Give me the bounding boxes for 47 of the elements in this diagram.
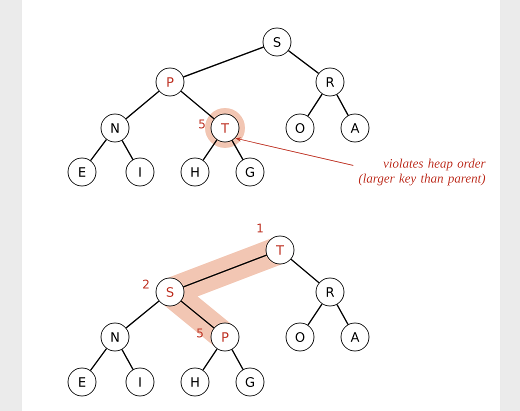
tree-node: A bbox=[340, 114, 370, 142]
tree-edge bbox=[126, 90, 160, 120]
tree-edge bbox=[336, 304, 349, 325]
tree-node: P bbox=[156, 68, 184, 96]
tree-edge bbox=[202, 348, 218, 370]
tree-node: P bbox=[210, 322, 240, 352]
tree-node: A bbox=[340, 322, 370, 352]
tree-edge bbox=[90, 348, 108, 371]
tree-edge bbox=[307, 94, 323, 116]
callout-number: 1 bbox=[258, 224, 263, 232]
tree-edge bbox=[90, 139, 107, 161]
tree-node: R bbox=[316, 278, 344, 306]
tree-edge bbox=[202, 140, 218, 160]
tree-node: S bbox=[156, 278, 184, 306]
tree-node: I bbox=[126, 158, 154, 186]
annotation-text: violates heap order (larger key than parent) bbox=[358, 158, 486, 186]
tree-node: E bbox=[68, 368, 96, 396]
tree-edge bbox=[307, 304, 323, 326]
tree-node: S bbox=[262, 28, 292, 56]
tree-node: H bbox=[180, 158, 210, 186]
tree-node: I bbox=[126, 368, 154, 396]
tree-edge bbox=[121, 349, 134, 370]
tree-node: H bbox=[180, 368, 210, 396]
tree-edge bbox=[126, 300, 160, 328]
tree-node: G bbox=[236, 158, 264, 186]
tree-edge bbox=[183, 254, 267, 288]
tree-node: R bbox=[316, 68, 344, 96]
tree-node: N bbox=[100, 322, 130, 352]
tree-edge bbox=[183, 46, 264, 78]
tree-edge bbox=[122, 140, 134, 160]
tree-node: O bbox=[286, 114, 314, 142]
tree-node: N bbox=[100, 114, 130, 142]
callout-number: 2 bbox=[143, 280, 149, 288]
tree-edge bbox=[290, 258, 320, 284]
tree-node: G bbox=[236, 368, 264, 396]
tree-edge bbox=[231, 349, 244, 370]
tree-edge bbox=[288, 50, 319, 74]
tree-edge bbox=[336, 94, 349, 116]
tree-edge bbox=[180, 300, 214, 328]
tree-edge bbox=[180, 90, 214, 120]
tree-node: O bbox=[286, 322, 314, 352]
callout-number: 5 bbox=[199, 120, 205, 128]
tree-node: T bbox=[210, 114, 240, 142]
callout-number: 5 bbox=[197, 328, 203, 338]
tree-node: T bbox=[266, 236, 294, 264]
tree-edge bbox=[232, 140, 244, 160]
tree-node: E bbox=[68, 158, 96, 186]
